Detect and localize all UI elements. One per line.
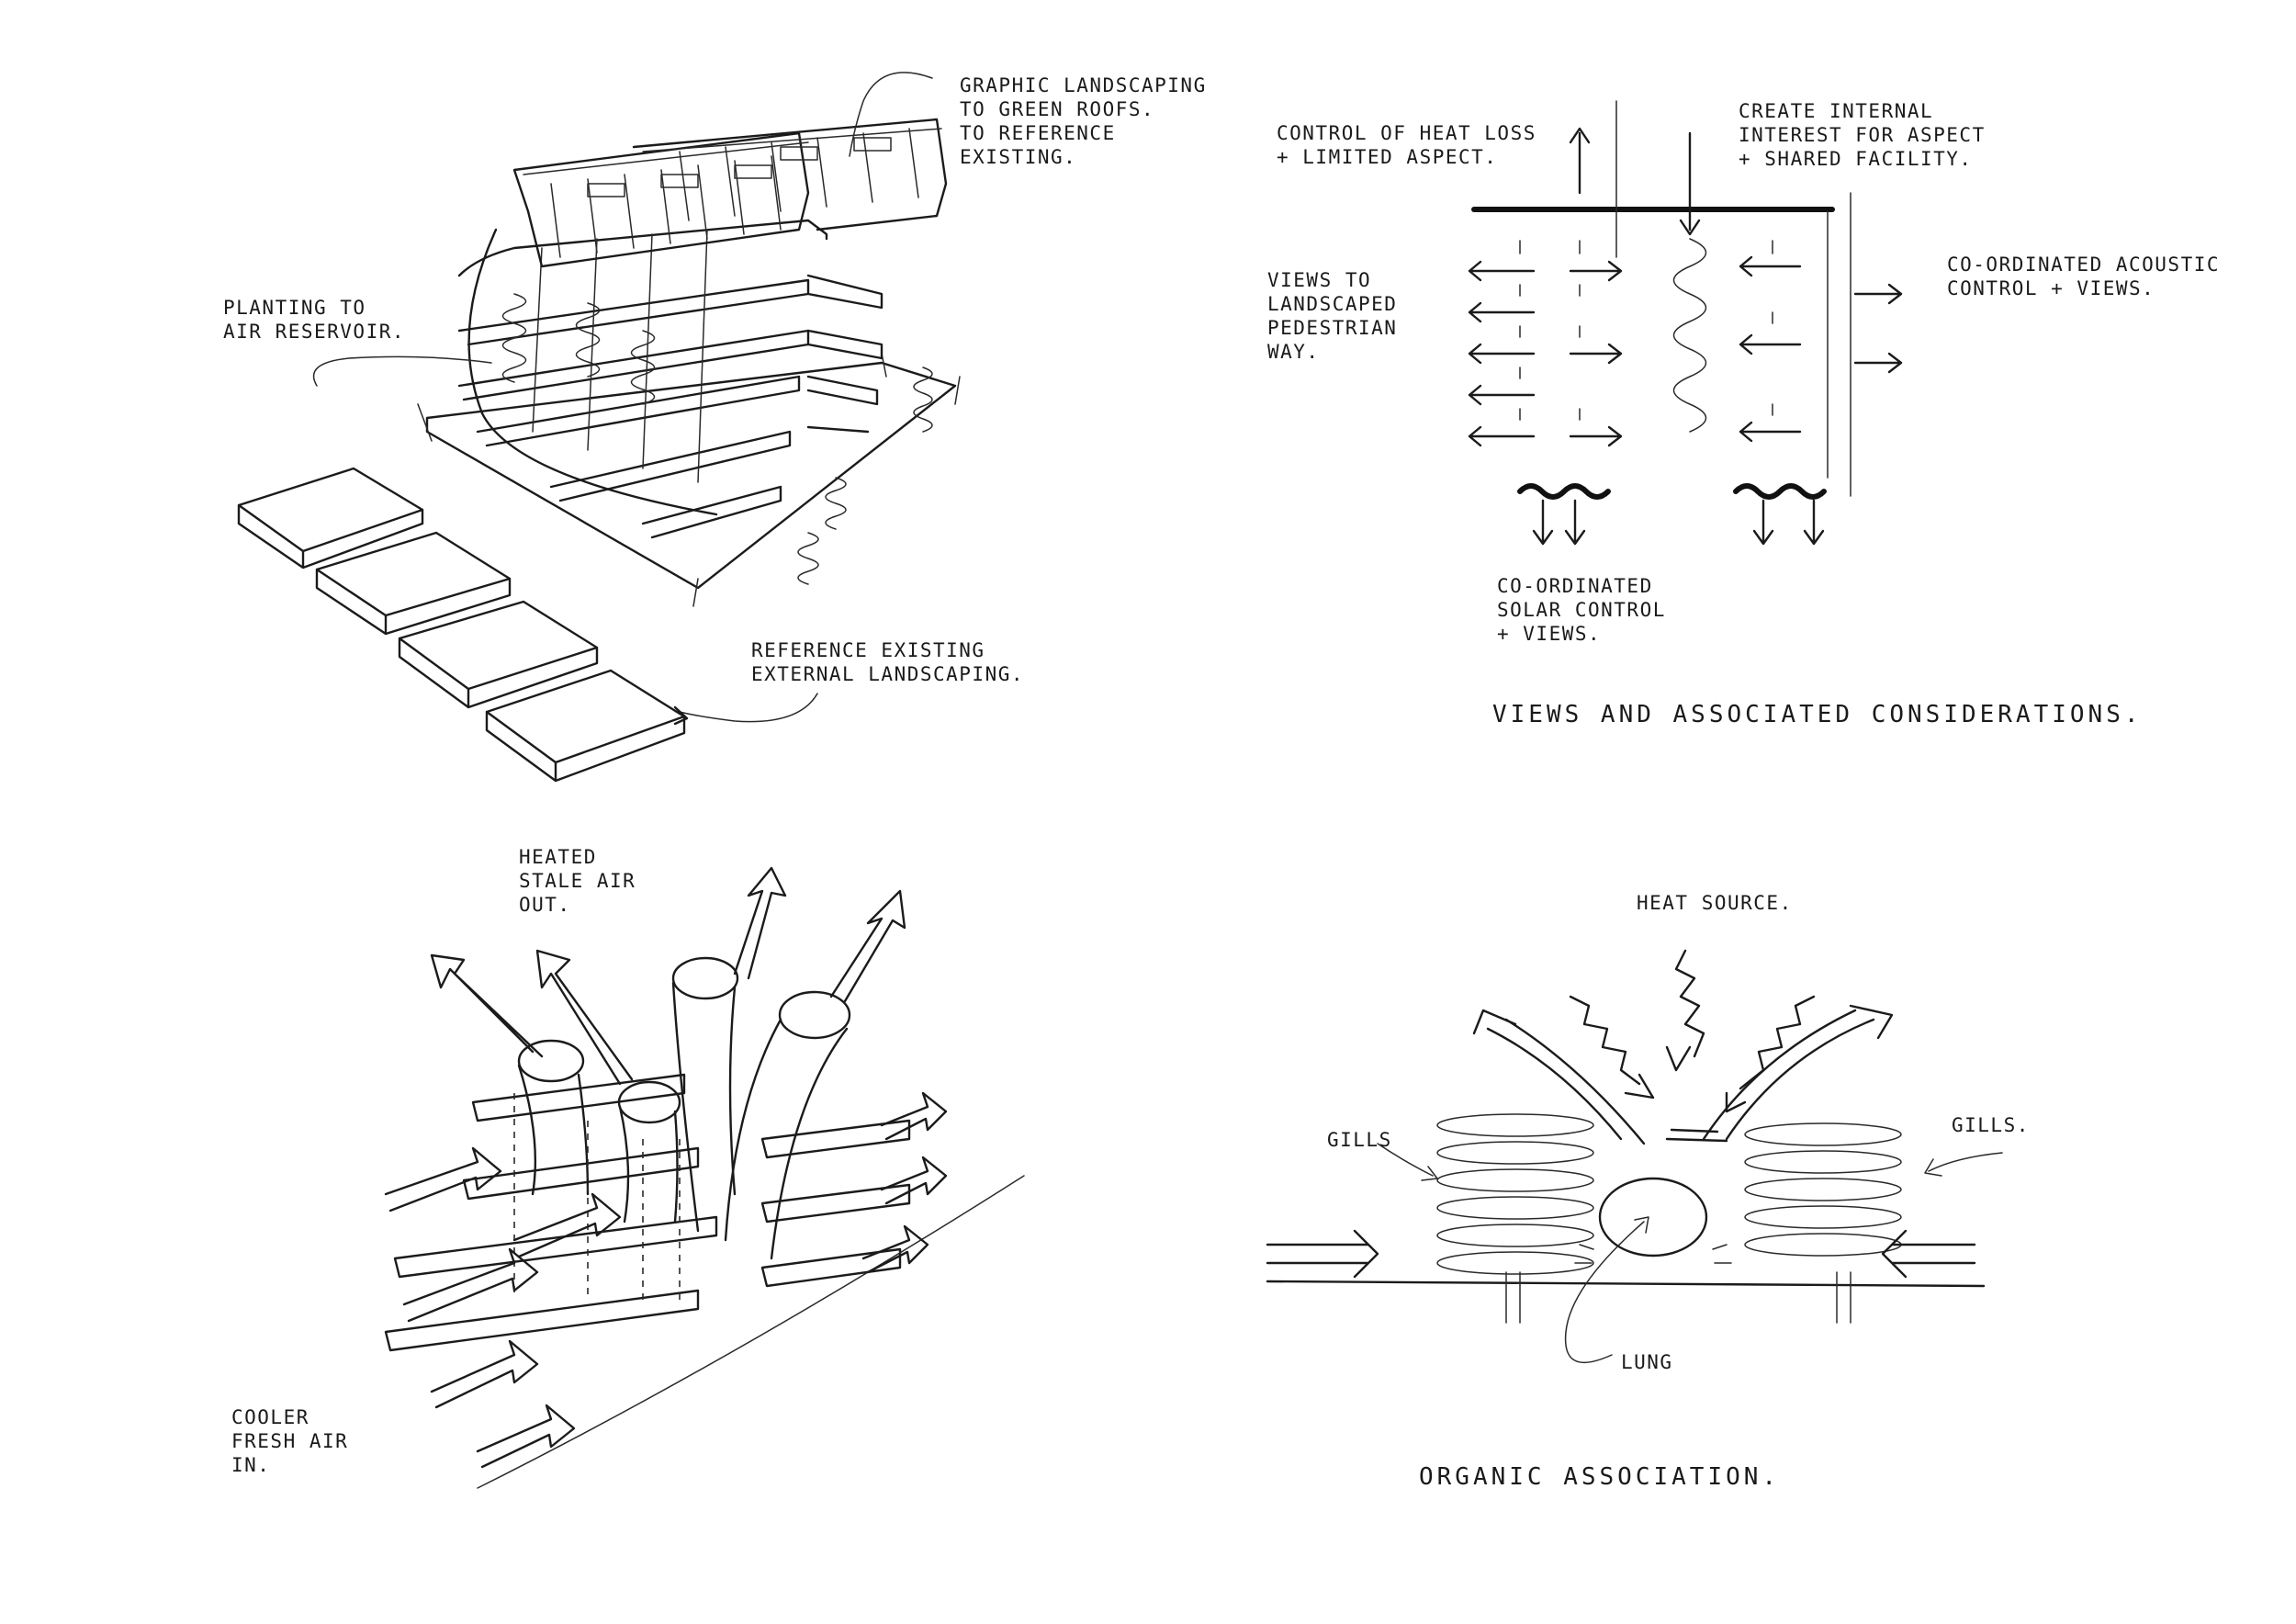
note-gills-right: GILLS. (1952, 1114, 2030, 1136)
heated-air-out-arrows (430, 866, 906, 1086)
note-internal-interest: CREATE INTERNAL INTEREST FOR ASPECT + SH… (1739, 100, 1986, 170)
note-heat-source: HEAT SOURCE. (1637, 892, 1793, 914)
organic-association-sketch (1266, 949, 2003, 1363)
leader-planting (312, 355, 492, 387)
heat-source-arrows (1569, 949, 1816, 1113)
view-arrows-right (1739, 255, 1903, 443)
fresh-air-in-arrows (384, 1091, 948, 1469)
note-heated-stale-air: HEATED STALE AIR OUT. (519, 846, 636, 916)
vent-arrows (1472, 1004, 1894, 1145)
caption-organic: ORGANIC ASSOCIATION. (1419, 1463, 1781, 1491)
exhaust-funnels (517, 956, 851, 1260)
note-external-landscaping: REFERENCE EXISTING EXTERNAL LANDSCAPING. (751, 639, 1025, 685)
spiral-tree-plantings (501, 293, 933, 585)
landscaping-slabs (237, 467, 686, 783)
internal-interest-squiggle (1672, 238, 1707, 433)
note-solar-control: CO-ORDINATED SOLAR CONTROL + VIEWS. (1497, 575, 1666, 645)
gills-right (1744, 1122, 1902, 1257)
note-views-landscaped: VIEWS TO LANDSCAPED PEDESTRIAN WAY. (1267, 269, 1398, 363)
building-floor-plates (457, 219, 884, 539)
solar-control-wave-left (1517, 483, 1611, 500)
lung-shape (1598, 1177, 1708, 1257)
gills-left (1436, 1113, 1594, 1275)
note-heat-loss: CONTROL OF HEAT LOSS + LIMITED ASPECT. (1277, 122, 1536, 168)
leader-roofs (849, 72, 933, 157)
note-planting-reservoir: PLANTING TO AIR RESERVOIR. (223, 297, 406, 343)
green-roof-blocks (512, 118, 948, 268)
note-gills-left: GILLS (1327, 1129, 1392, 1151)
solar-control-wave-right (1733, 483, 1827, 500)
caption-views: VIEWS AND ASSOCIATED CONSIDERATIONS. (1492, 701, 2143, 728)
organic-ground-line (1266, 1280, 1986, 1288)
note-green-roofs: GRAPHIC LANDSCAPING TO GREEN ROOFS. TO R… (960, 74, 1207, 168)
views-diagram (1468, 100, 1903, 546)
landscaping-isometric-sketch (237, 72, 961, 783)
note-lung: LUNG (1621, 1351, 1673, 1373)
view-arrows-left (1468, 260, 1623, 447)
leader-external (679, 693, 818, 723)
note-acoustic-control: CO-ORDINATED ACOUSTIC CONTROL + VIEWS. (1947, 254, 2221, 299)
airflow-sketch (384, 866, 1025, 1489)
note-cooler-fresh-air: COOLER FRESH AIR IN. (231, 1406, 349, 1476)
